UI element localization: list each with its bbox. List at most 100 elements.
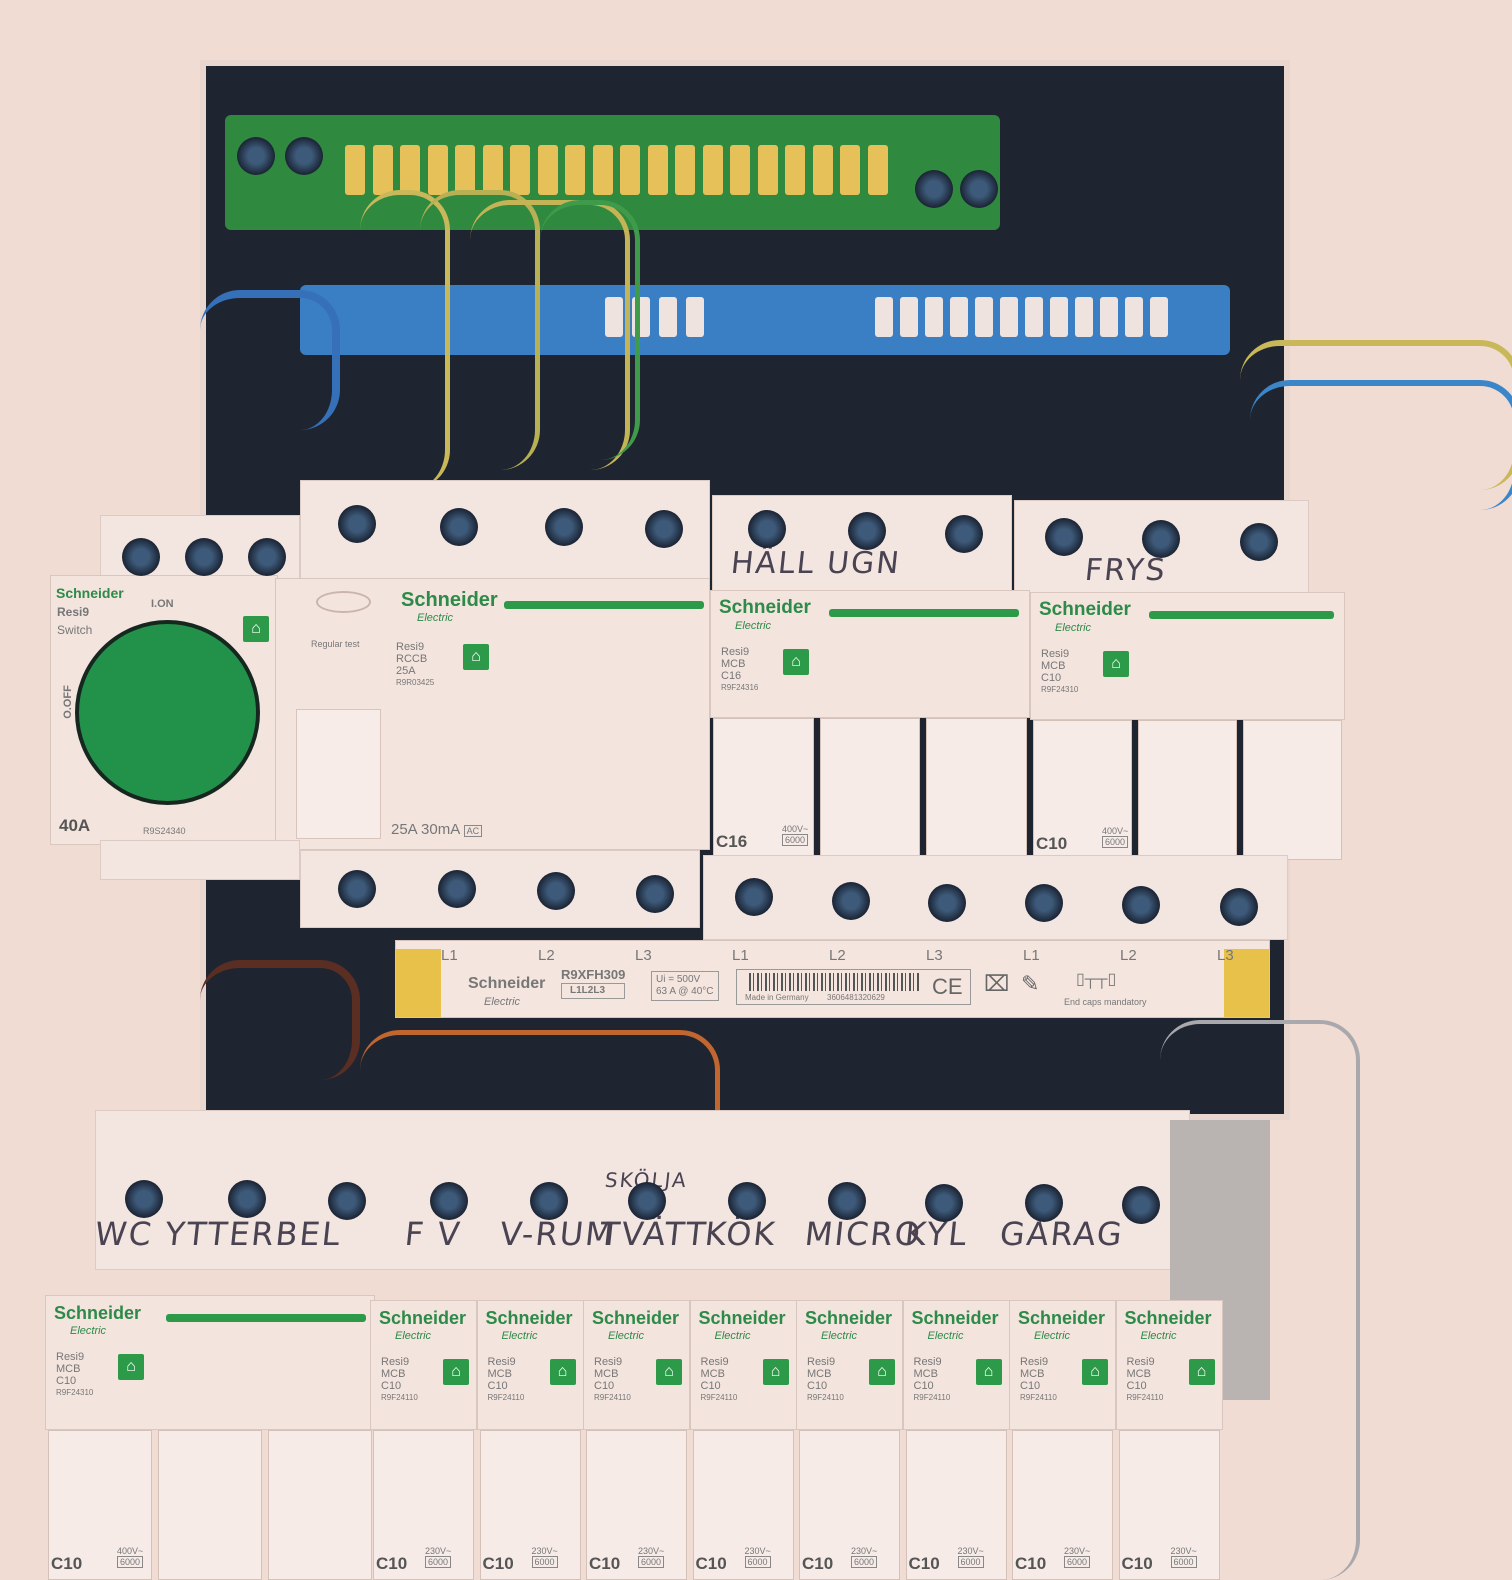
terminal-screw[interactable] xyxy=(928,884,966,922)
earth-terminal[interactable] xyxy=(730,145,750,195)
earth-terminal[interactable] xyxy=(757,145,778,195)
earth-terminal[interactable] xyxy=(565,145,585,195)
terminal-screw[interactable] xyxy=(748,510,786,548)
voltage-label: 230V~6000 xyxy=(851,1546,878,1568)
terminal-screw[interactable] xyxy=(338,505,376,543)
terminal-screw[interactable] xyxy=(735,878,773,916)
earth-terminal[interactable] xyxy=(592,145,613,195)
neutral-terminal[interactable] xyxy=(686,297,704,337)
terminal-screw[interactable] xyxy=(338,870,376,908)
terminal-screw[interactable] xyxy=(537,872,575,910)
neutral-terminal[interactable] xyxy=(1075,297,1093,337)
breaker-toggle[interactable] xyxy=(268,1430,372,1580)
screw[interactable] xyxy=(237,137,275,175)
terminal-screw[interactable] xyxy=(628,1182,666,1220)
earth-terminal[interactable] xyxy=(345,145,365,195)
breaker-toggle[interactable] xyxy=(692,1430,794,1580)
terminal-screw[interactable] xyxy=(1122,1186,1160,1224)
earth-terminal[interactable] xyxy=(867,145,888,195)
rating-label: C10 xyxy=(376,1554,408,1573)
terminal-screw[interactable] xyxy=(1025,884,1063,922)
neutral-terminal[interactable] xyxy=(925,297,943,337)
earth-terminal[interactable] xyxy=(620,145,640,195)
terminal-screw[interactable] xyxy=(530,1182,568,1220)
terminal-screw[interactable] xyxy=(328,1182,366,1220)
neutral-terminal[interactable] xyxy=(1000,297,1018,337)
neutral-terminal[interactable] xyxy=(1125,297,1143,337)
earth-terminal[interactable] xyxy=(372,145,393,195)
breaker-toggle[interactable] xyxy=(1138,720,1237,860)
terminal-screw[interactable] xyxy=(728,1182,766,1220)
terminal-screw[interactable] xyxy=(122,538,160,576)
voltage-label: 400V~6000 xyxy=(117,1546,144,1568)
earth-terminal[interactable] xyxy=(482,145,503,195)
terminal-screw[interactable] xyxy=(645,510,683,548)
terminal-screw[interactable] xyxy=(925,1184,963,1222)
neutral-terminal[interactable] xyxy=(1050,297,1068,337)
rating-line: 25A 30mA AC xyxy=(391,822,483,837)
neutral-terminal[interactable] xyxy=(1100,297,1118,337)
earth-terminal[interactable] xyxy=(812,145,833,195)
earth-terminal[interactable] xyxy=(427,145,448,195)
earth-terminal[interactable] xyxy=(510,145,530,195)
neutral-terminal[interactable] xyxy=(1025,297,1043,337)
terminal-screw[interactable] xyxy=(636,875,674,913)
breaker-toggle[interactable] xyxy=(48,1430,152,1580)
earth-terminal[interactable] xyxy=(455,145,475,195)
neutral-terminal[interactable] xyxy=(605,297,623,337)
terminal-screw[interactable] xyxy=(832,882,870,920)
terminal-screw[interactable] xyxy=(848,512,886,550)
breaker-toggle[interactable] xyxy=(373,1430,474,1580)
breaker-toggle[interactable] xyxy=(1243,720,1342,860)
main-switch-rotary-knob[interactable] xyxy=(75,620,260,805)
screw[interactable] xyxy=(960,170,998,208)
earth-terminal[interactable] xyxy=(675,145,695,195)
breaker-toggle[interactable] xyxy=(158,1430,262,1580)
rating-label: C10 xyxy=(908,1554,940,1573)
terminal-screw[interactable] xyxy=(545,508,583,546)
terminal-screw[interactable] xyxy=(945,515,983,553)
wire xyxy=(540,200,640,460)
test-button[interactable] xyxy=(316,591,371,613)
rccb-toggle[interactable] xyxy=(296,709,381,839)
earth-terminal[interactable] xyxy=(785,145,805,195)
neutral-terminal[interactable] xyxy=(1150,297,1168,337)
terminal-screw[interactable] xyxy=(125,1180,163,1218)
terminal-screw[interactable] xyxy=(1122,886,1160,924)
breaker-toggle[interactable] xyxy=(926,718,1027,858)
breaker-toggle[interactable] xyxy=(819,718,921,858)
rating-label: 40A xyxy=(59,816,91,835)
earth-terminal[interactable] xyxy=(647,145,668,195)
terminal-screw[interactable] xyxy=(440,508,478,546)
terminal-screw[interactable] xyxy=(430,1182,468,1220)
earth-terminal[interactable] xyxy=(702,145,723,195)
terminal-screw[interactable] xyxy=(1045,518,1083,556)
neutral-terminal[interactable] xyxy=(975,297,993,337)
terminal-screw[interactable] xyxy=(228,1180,266,1218)
screw[interactable] xyxy=(285,137,323,175)
phase-label: L3 xyxy=(635,947,652,964)
terminal-screw[interactable] xyxy=(248,538,286,576)
neutral-terminal[interactable] xyxy=(659,297,677,337)
terminal-screw[interactable] xyxy=(1240,523,1278,561)
breaker-toggle[interactable] xyxy=(1118,1430,1220,1580)
earth-terminal[interactable] xyxy=(840,145,860,195)
neutral-terminal[interactable] xyxy=(875,297,893,337)
terminal-screw[interactable] xyxy=(1025,1184,1063,1222)
breaker-toggle[interactable] xyxy=(905,1430,1007,1580)
terminal-screw[interactable] xyxy=(185,538,223,576)
screw[interactable] xyxy=(915,170,953,208)
terminal-screw[interactable] xyxy=(1220,888,1258,926)
neutral-terminal[interactable] xyxy=(950,297,968,337)
earth-terminal[interactable] xyxy=(537,145,558,195)
terminal-screw[interactable] xyxy=(1142,520,1180,558)
terminal-screw[interactable] xyxy=(828,1182,866,1220)
breaker-toggle[interactable] xyxy=(586,1430,687,1580)
breaker-toggle[interactable] xyxy=(1012,1430,1113,1580)
neutral-terminal[interactable] xyxy=(900,297,918,337)
earth-terminal[interactable] xyxy=(400,145,420,195)
terminal-screw[interactable] xyxy=(438,870,476,908)
breaker-toggle[interactable] xyxy=(479,1430,581,1580)
